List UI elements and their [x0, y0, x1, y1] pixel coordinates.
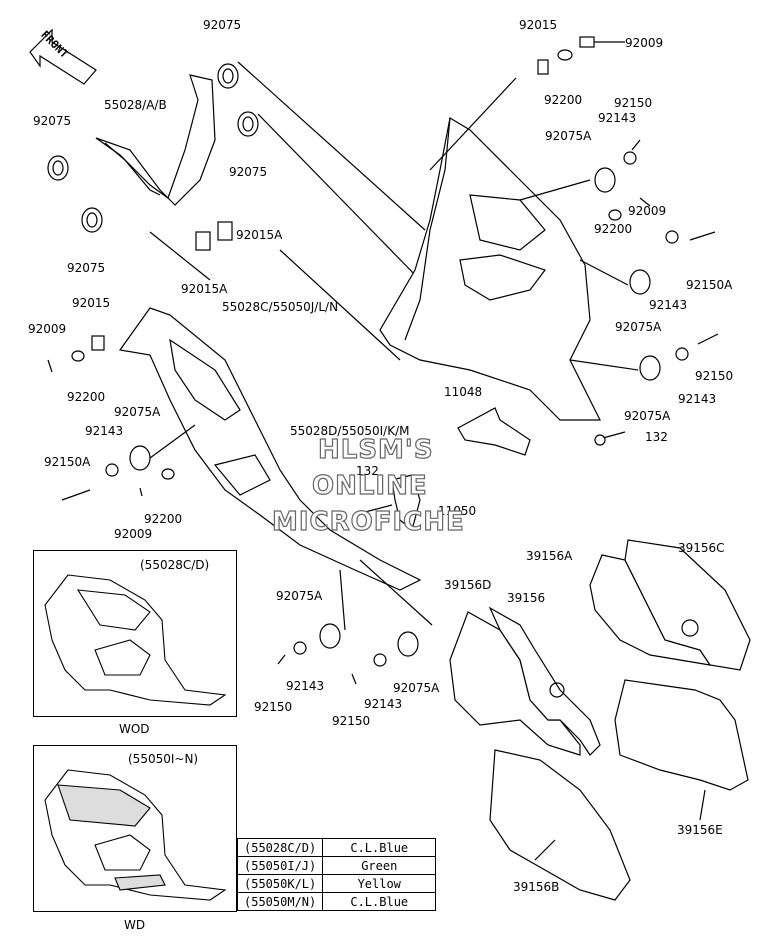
- part-label: 11050: [438, 504, 477, 518]
- part-label: 132: [356, 464, 379, 478]
- part-label: 132: [645, 430, 668, 444]
- part-label: 92015: [72, 296, 111, 310]
- part-label: 39156B: [513, 880, 560, 894]
- part-label: 92075: [203, 18, 242, 32]
- part-label: 39156E: [677, 823, 723, 837]
- part-label: 92015A: [181, 282, 228, 296]
- part-label: 92075A: [114, 405, 161, 419]
- pad-39156E: [614, 679, 749, 791]
- table-cell-code: (55050I/J): [236, 856, 324, 875]
- table-cell-color: Yellow: [322, 874, 437, 893]
- part-label: 39156C: [678, 541, 725, 555]
- part-label: 92200: [144, 512, 183, 526]
- part-label: 92009: [28, 322, 67, 336]
- part-label: 92143: [364, 697, 403, 711]
- part-label: 92143: [678, 392, 717, 406]
- front-arrow-icon: [29, 28, 97, 85]
- part-label: 92150A: [44, 455, 91, 469]
- part-label: 92150: [695, 369, 734, 383]
- inset-wd: [33, 745, 237, 912]
- part-label: 92200: [594, 222, 633, 236]
- pad-39156C: [624, 539, 751, 671]
- inset-wd-caption: WD: [124, 918, 146, 932]
- part-label: 92075A: [276, 589, 323, 603]
- part-label: 92075A: [393, 681, 440, 695]
- watermark-line: HLSM'S: [317, 434, 434, 465]
- bracket-11048: [457, 407, 531, 456]
- part-label: 92015: [519, 18, 558, 32]
- part-label: 39156D: [444, 578, 492, 592]
- bracket-11050: [391, 474, 421, 532]
- part-label: 92009: [114, 527, 153, 541]
- table-cell-color: C.L.Blue: [322, 892, 437, 911]
- pad-39156B: [489, 749, 631, 901]
- table-row: (55050I/J) Green: [236, 856, 437, 875]
- table-cell-color: Green: [322, 856, 437, 875]
- part-label: 39156: [507, 591, 546, 605]
- part-label: 92150: [332, 714, 371, 728]
- grommet-group: [47, 63, 259, 233]
- watermark-line: ONLINE: [311, 470, 428, 501]
- table-cell-code: (55050M/N): [236, 892, 324, 911]
- part-label: 92075A: [615, 320, 662, 334]
- part-label: 92143: [85, 424, 124, 438]
- part-label: 92075: [33, 114, 72, 128]
- part-label: 92009: [628, 204, 667, 218]
- pad-39156: [488, 606, 601, 756]
- part-label: 92200: [67, 390, 106, 404]
- part-label: 92015A: [236, 228, 283, 242]
- inset-wod-label: (55028C/D): [140, 558, 210, 572]
- part-label: 92075: [67, 261, 106, 275]
- part-label: 39156A: [526, 549, 573, 563]
- inset-wod-caption: WOD: [119, 722, 150, 736]
- part-label: 92200: [544, 93, 583, 107]
- part-label: 92075A: [545, 129, 592, 143]
- table-row: (55050K/L) Yellow: [236, 874, 437, 893]
- part-label: 11048: [444, 385, 483, 399]
- part-label: 55028C/55050J/L/N: [222, 300, 339, 314]
- part-label: 92150A: [686, 278, 733, 292]
- left-lower-cowl: [118, 307, 422, 591]
- part-label: 92075A: [624, 409, 671, 423]
- part-label: 92075: [229, 165, 268, 179]
- part-label: 55028/A/B: [104, 98, 167, 112]
- part-label: 92150: [254, 700, 293, 714]
- watermark-line: MICROFICHE: [271, 506, 465, 537]
- part-label: 92009: [625, 36, 664, 50]
- inset-wod: [33, 550, 237, 717]
- table-cell-color: C.L.Blue: [322, 838, 437, 857]
- table-row: (55050M/N) C.L.Blue: [236, 892, 437, 911]
- right-cowl: [379, 117, 601, 421]
- color-table: (55028C/D) C.L.Blue (55050I/J) Green (55…: [236, 838, 437, 911]
- table-cell-code: (55050K/L): [236, 874, 324, 893]
- part-label: 92143: [286, 679, 325, 693]
- table-cell-code: (55028C/D): [236, 838, 324, 857]
- inset-wod-fairing: [44, 574, 227, 706]
- inset-wd-label: (55050I~N): [128, 752, 199, 766]
- inner-cover-upper: [95, 74, 216, 206]
- part-label: 92150: [614, 96, 653, 110]
- table-row: (55028C/D) C.L.Blue: [236, 838, 437, 857]
- part-label: 92143: [598, 111, 637, 125]
- part-label: 55028D/55050I/K/M: [290, 424, 410, 438]
- part-label: 92143: [649, 298, 688, 312]
